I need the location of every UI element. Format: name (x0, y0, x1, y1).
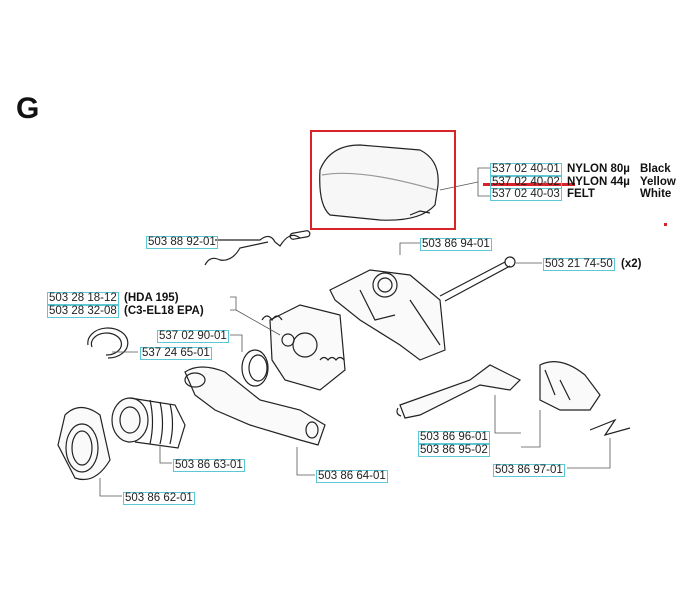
part-number-lever-1[interactable]: 503 86 96-01 (418, 431, 490, 444)
section-letter: G (16, 92, 40, 125)
air-filter-drawing (319, 144, 439, 221)
carburetor-desc: (C3-EL18 EPA) (124, 305, 204, 317)
part-number-filter-white[interactable]: 537 02 40-03 (490, 188, 562, 201)
part-number-lever-2[interactable]: 503 86 95-02 (418, 444, 490, 457)
carburetor-desc: (HDA 195) (124, 292, 179, 304)
bracket-drawing (184, 366, 326, 446)
part-number-adapter[interactable]: 503 86 62-01 (123, 492, 195, 505)
filter-material: FELT (567, 188, 595, 200)
bellows-drawing (111, 397, 186, 449)
part-number-gasket[interactable]: 537 02 90-01 (157, 330, 229, 343)
part-number-carburetor-hda[interactable]: 503 28 18-12 (47, 292, 119, 305)
part-number-screw[interactable]: 503 21 74-50 (543, 258, 615, 271)
filter-color: Yellow (640, 176, 676, 188)
filter-material: NYLON 44µ (567, 176, 630, 188)
filter-material: NYLON 80µ (567, 163, 630, 175)
housing-drawing (539, 361, 601, 411)
part-number-rod[interactable]: 503 88 92-01 (146, 236, 218, 249)
filter-color: White (640, 188, 672, 200)
part-number-carburetor-c3[interactable]: 503 28 32-08 (47, 305, 119, 318)
adapter-drawing (57, 406, 111, 481)
part-number-filter-black[interactable]: 537 02 40-01 (490, 163, 562, 176)
filter-color: Black (640, 163, 671, 175)
red-dot-mark (664, 223, 667, 226)
carburetor-drawing (261, 304, 346, 391)
intake-drawing (329, 269, 446, 361)
screw-quantity: (x2) (621, 258, 642, 270)
lever-drawing (396, 364, 522, 419)
part-number-intake[interactable]: 503 86 94-01 (420, 238, 492, 251)
part-number-bracket[interactable]: 503 86 64-01 (316, 470, 388, 483)
part-number-spring[interactable]: 503 86 97-01 (493, 464, 565, 477)
part-number-bellows[interactable]: 503 86 63-01 (173, 459, 245, 472)
part-number-clip[interactable]: 537 24 65-01 (140, 347, 212, 360)
highlighted-air-filter[interactable] (310, 130, 456, 230)
red-underline-mark (483, 183, 575, 186)
